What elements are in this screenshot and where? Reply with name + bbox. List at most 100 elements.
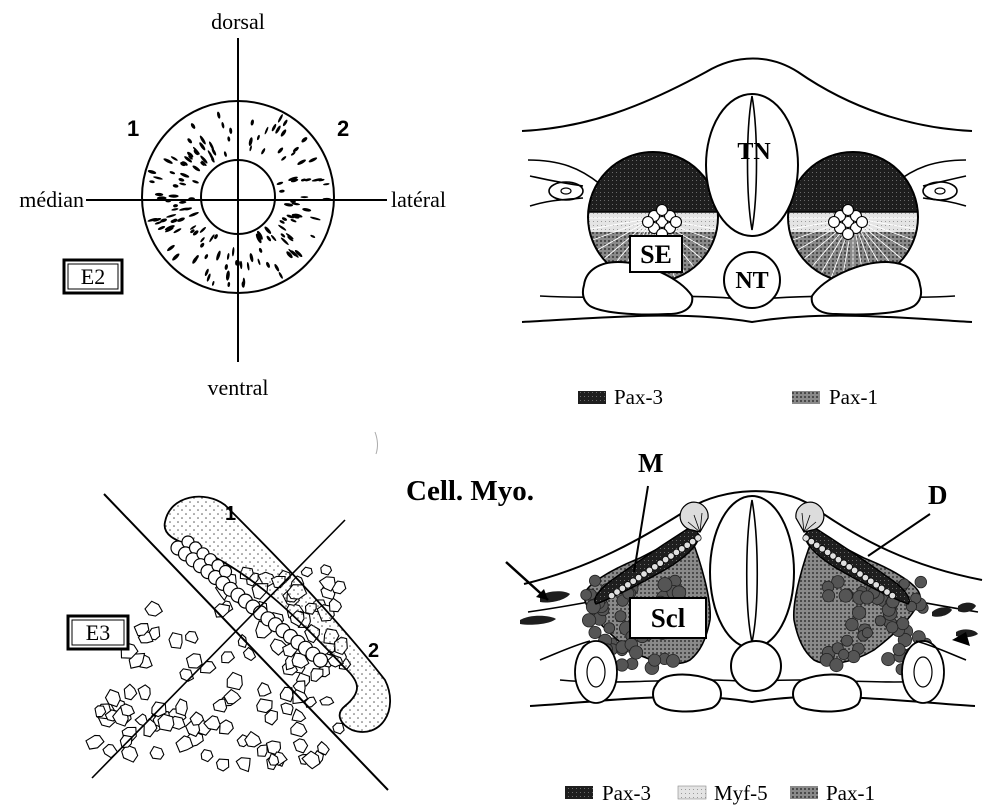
mesenchyme-cell	[301, 567, 312, 577]
legend3-pax3-label: Pax-3	[602, 781, 651, 805]
label-dorsal: dorsal	[211, 9, 265, 34]
notochord-e3	[731, 641, 781, 691]
aorta-left-e3	[653, 675, 721, 712]
fan-left	[680, 502, 708, 532]
mesenchyme-cell	[245, 732, 261, 747]
label-quadrant-2: 2	[337, 116, 349, 141]
sclerotome-cell	[897, 618, 909, 630]
sclerotome-cell	[839, 589, 852, 602]
label-ventral: ventral	[207, 375, 268, 400]
sclerotome-cell	[887, 622, 898, 633]
ring-cell-mark	[301, 196, 309, 198]
sclerotome-cell	[839, 649, 849, 659]
cardinal-left-core	[587, 657, 605, 687]
mesenchyme-cell	[86, 735, 104, 749]
legend-pax3-swatch	[578, 391, 606, 404]
e3-transverse-section: Scl Cell. Myo. M D Pax-3 Myf-5 Pax-1	[406, 448, 982, 805]
sclerotome-cells	[86, 558, 351, 772]
mesenchyme-cell	[150, 747, 164, 760]
pointer-d	[868, 514, 930, 556]
sclerotome-cell	[862, 628, 872, 638]
sclerotome-cell	[846, 618, 859, 631]
mesenchyme-cell	[257, 745, 267, 756]
legend3-myf5-swatch	[678, 786, 706, 799]
myf5-bead	[608, 592, 614, 598]
label-e3-2: 2	[368, 640, 379, 662]
legend-pax3-label: Pax-3	[614, 385, 663, 409]
legend-pax1-label: Pax-1	[829, 385, 878, 409]
sclerotome-cell	[841, 635, 852, 646]
e2-transverse-section: TN NT SE Pax-3 Pax-1	[522, 59, 972, 410]
mesenchyme-cell	[121, 704, 135, 716]
sclerotome-cell	[589, 575, 600, 586]
e2-tag-text: E2	[81, 264, 105, 289]
legend3-pax1-label: Pax-1	[826, 781, 875, 805]
label-quadrant-1: 1	[127, 116, 139, 141]
mesenchyme-cell	[180, 669, 194, 682]
myoblast-3	[932, 607, 952, 617]
myotome-bead	[220, 566, 232, 578]
e3-tag-text: E3	[86, 620, 110, 645]
core-cell	[657, 205, 668, 216]
legend-pax1-swatch	[792, 391, 820, 404]
mesenchyme-cell	[220, 720, 234, 734]
mesenchyme-cell	[186, 632, 198, 644]
sclerotome-cell	[861, 591, 874, 604]
sclerotome-cell	[667, 654, 680, 667]
myf5-bead	[889, 592, 895, 598]
sclerotome-cell	[658, 578, 672, 592]
core-cell	[829, 217, 840, 228]
sclerotome-cell	[589, 626, 601, 638]
aorta-right-e3	[793, 675, 861, 712]
mesenchyme-cell	[292, 709, 306, 722]
mesenchyme-cell	[213, 699, 226, 712]
sclerotome-cell	[630, 646, 643, 659]
sclerotome-cell	[848, 651, 860, 663]
mesenchyme-cell	[217, 759, 229, 771]
legend3-pax1-swatch	[790, 786, 818, 799]
mesenchyme-cell	[176, 699, 188, 716]
mesenchyme-cell	[120, 735, 132, 747]
neural-canal-e3	[747, 500, 758, 642]
sclerotome-cell	[581, 590, 592, 601]
label-se: SE	[640, 240, 672, 269]
myotome-bead	[314, 653, 328, 667]
vessel-left-core	[561, 188, 571, 194]
vessel-right-core	[935, 188, 945, 194]
mesenchyme-cell	[124, 684, 136, 700]
mesenchyme-cell	[176, 736, 193, 752]
mesenchyme-cell	[311, 669, 323, 682]
e3-somite-diagram: 1 2 E3	[68, 494, 390, 790]
mesenchyme-cell	[138, 685, 150, 700]
core-cell	[671, 217, 682, 228]
mesenchyme-cell	[224, 690, 241, 704]
sclerotome-cell	[893, 644, 905, 656]
label-cell-myo: Cell. Myo.	[406, 475, 534, 507]
core-cell	[857, 217, 868, 228]
mesenchyme-cell	[294, 739, 308, 753]
mesenchyme-cell	[201, 750, 213, 762]
label-median: médian	[19, 187, 84, 212]
core-cell	[843, 229, 854, 240]
mesenchyme-cell	[145, 601, 162, 616]
sclerotome-cell	[915, 576, 927, 588]
legend3-myf5-label: Myf-5	[714, 781, 768, 805]
label-d: D	[928, 480, 948, 510]
label-scl: Scl	[651, 603, 686, 633]
label-lateral: latéral	[391, 187, 446, 212]
sclerotome-cell	[649, 654, 661, 666]
label-e3-1: 1	[225, 503, 236, 525]
sclerotome-cell	[875, 616, 885, 626]
mesenchyme-cell	[222, 652, 235, 663]
endoderm-outline	[522, 316, 972, 322]
sclerotome-cell	[582, 614, 595, 627]
separator-mark	[375, 432, 377, 454]
sclerotome-cell	[882, 653, 895, 666]
mesenchyme-cell	[329, 598, 341, 611]
mesenchyme-cell	[321, 565, 332, 575]
e2-somite-diagram: dorsal ventral médian latéral 1 2 E2	[19, 9, 446, 400]
core-cell	[643, 217, 654, 228]
mesenchyme-cell	[320, 697, 334, 705]
sclerotome-cell	[823, 590, 835, 602]
